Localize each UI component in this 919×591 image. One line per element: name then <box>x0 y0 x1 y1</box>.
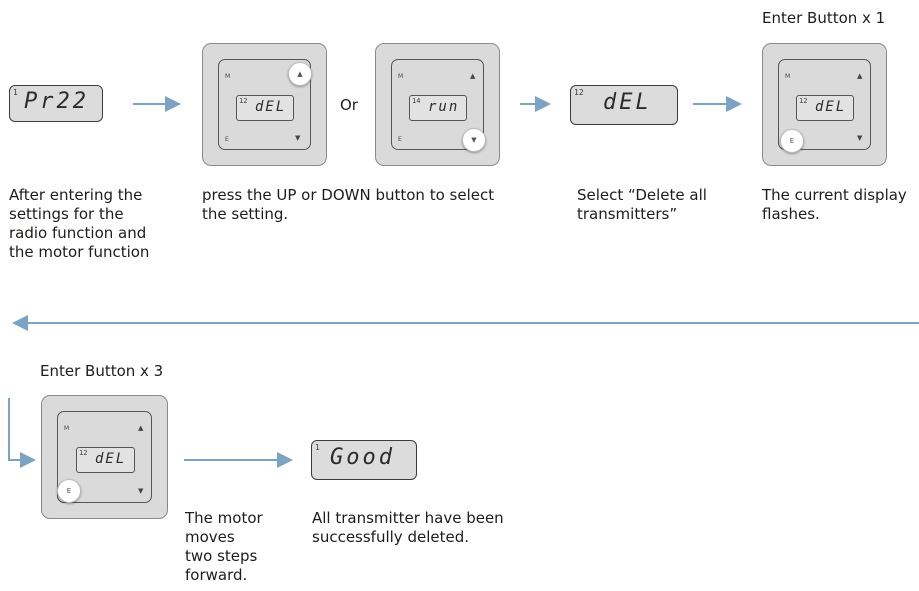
enter-x1-label: Enter Button x 1 <box>762 9 886 27</box>
up-arrow-icon: ▲ <box>297 70 303 78</box>
device-frame: M ▲ ▼ 12 dEL <box>778 59 871 150</box>
caption-step6: All transmitter have been successfully d… <box>312 509 504 546</box>
down-arrow-icon: ▼ <box>471 136 477 144</box>
lcd-sup: 12 <box>799 97 808 105</box>
lcd-text: dEL <box>255 99 287 115</box>
lcd-sup: 14 <box>412 97 421 105</box>
lcd-pr22: 1 Pr22 <box>9 85 103 122</box>
up-arrow-icon: ▲ <box>138 424 144 432</box>
down-button[interactable]: ▼ <box>462 128 486 152</box>
m-label: M <box>785 73 791 80</box>
device-frame: M E ▼ 12 dEL <box>218 59 311 150</box>
up-arrow-icon: ▲ <box>470 72 476 80</box>
device-lcd: 12 dEL <box>796 95 854 121</box>
lcd-good: 1 Good <box>311 440 417 480</box>
caption-step4: The current display flashes. <box>762 186 907 223</box>
e-label: E <box>225 136 229 143</box>
lcd-text: dEL <box>815 99 847 115</box>
up-arrow-icon: ▲ <box>857 72 863 80</box>
lcd-sup: 12 <box>79 449 88 457</box>
lcd-sup: 12 <box>574 88 584 97</box>
lcd-text: dEL <box>95 451 127 467</box>
device-lcd: 14 run <box>409 95 467 121</box>
e-label: E <box>66 487 72 495</box>
enter-x3-label: Enter Button x 3 <box>40 362 164 380</box>
device-lcd: 12 dEL <box>236 95 294 121</box>
or-label: Or <box>340 96 358 114</box>
up-button[interactable]: ▲ <box>288 62 312 86</box>
device-down-pressed: M ▲ E 14 run ▼ <box>375 43 500 166</box>
device-lcd: 12 dEL <box>76 447 135 473</box>
device-frame: M ▲ E 14 run <box>391 59 484 150</box>
lcd-sup: 12 <box>239 97 248 105</box>
lcd-text: Good <box>330 445 395 470</box>
caption-step1: After entering the settings for the radi… <box>9 186 150 261</box>
m-label: M <box>225 73 231 80</box>
lcd-sup: 1 <box>13 88 18 97</box>
enter-button[interactable]: E <box>57 479 81 503</box>
down-arrow-icon: ▼ <box>138 487 144 495</box>
e-label: E <box>789 137 795 145</box>
down-arrow-icon: ▼ <box>295 134 301 142</box>
enter-button[interactable]: E <box>780 129 804 153</box>
lcd-sup: 1 <box>315 443 320 452</box>
lcd-text: run <box>428 99 460 115</box>
device-enter-x3: M ▲ ▼ 12 dEL E <box>41 395 168 519</box>
device-up-pressed: M E ▼ 12 dEL ▲ <box>202 43 327 166</box>
m-label: M <box>64 425 70 432</box>
lcd-text: dEL <box>603 90 652 115</box>
device-frame: M ▲ ▼ 12 dEL <box>57 411 152 503</box>
caption-step3: Select “Delete all transmitters” <box>577 186 707 223</box>
arrow-bend <box>8 398 36 468</box>
m-label: M <box>398 73 404 80</box>
caption-step5: The motor moves two steps forward. <box>185 509 263 584</box>
e-label: E <box>398 136 402 143</box>
lcd-text: Pr22 <box>24 89 89 114</box>
device-enter-x1: M ▲ ▼ 12 dEL E <box>762 43 887 166</box>
caption-step2: press the UP or DOWN button to select th… <box>202 186 495 223</box>
down-arrow-icon: ▼ <box>857 134 863 142</box>
lcd-del: 12 dEL <box>570 85 678 125</box>
